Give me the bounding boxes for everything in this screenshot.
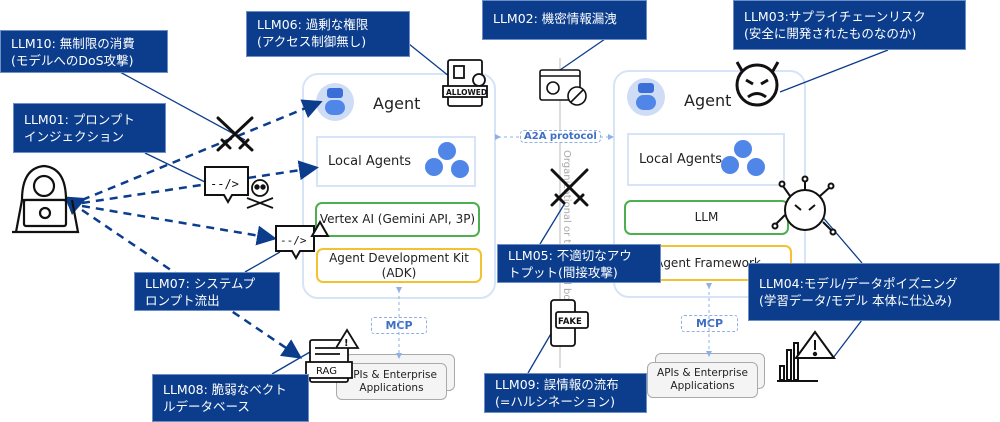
callout-line: トプット(間接攻撃) <box>508 265 618 280</box>
connector-llm04-down <box>832 319 863 359</box>
local-agents-icon <box>425 142 473 182</box>
right-local-agents: Local Agents <box>627 133 785 186</box>
agent-robot-icon <box>627 78 665 116</box>
boundary-divider <box>559 58 561 368</box>
callout-line: (安全に開発されたものなのか) <box>744 26 917 41</box>
malicious-prompt-icon: --/> <box>204 166 249 205</box>
callout-line: LLM01: プロンプト <box>24 112 135 127</box>
apis-label-line1: APIs & Enterprise <box>657 367 748 379</box>
connector-llm03 <box>779 49 889 93</box>
allowed-label: ALLOWED <box>446 88 487 97</box>
angry-devil-icon <box>735 61 780 107</box>
callout-line: ルデータベース <box>163 399 250 414</box>
attack-arrow-system-prompt <box>81 204 277 246</box>
callout-line: ロンプト流出 <box>145 293 220 308</box>
connector-llm02 <box>559 38 606 71</box>
left-model-box: Vertex AI (Gemini API, 3P) <box>315 202 480 237</box>
a2a-protocol-label: A2A protocol <box>520 130 601 143</box>
callout-line: (=ハルシネーション) <box>495 394 615 409</box>
poisoned-data-chart-warning-icon <box>777 330 836 382</box>
framework-label: Agent Framework <box>655 255 761 270</box>
apis-label-line2: Applications <box>359 381 424 394</box>
callout-line: (学習データ/モデル 本体に仕込み) <box>759 293 952 308</box>
svg-text:--/>: --/> <box>280 234 307 247</box>
framework-label-line2: (ADK) <box>381 265 417 280</box>
hacker-icon <box>12 164 80 234</box>
callout-llm03: LLM03:サプライチェーンリスク (安全に開発されたものなのか) <box>733 0 966 50</box>
callout-line: LLM02: 機密情報漏洩 <box>493 11 617 26</box>
fake-label: FAKE <box>558 317 582 327</box>
callout-llm01: LLM01: プロンプトインジェクション <box>13 103 166 153</box>
callout-llm07: LLM07: システムプロンプト流出 <box>134 272 280 311</box>
callout-llm10: LLM10: 無制限の消費 (モデルへのDoS攻撃) <box>0 30 168 73</box>
hidden-personal-info-icon <box>539 69 587 106</box>
rag-label: RAG <box>316 366 337 377</box>
local-agents-icon <box>721 140 769 180</box>
connector-llm04-up <box>819 213 863 264</box>
callout-line: インジェクション <box>24 129 125 144</box>
callout-line: (アクセス制御無し) <box>257 34 367 49</box>
attack-arrow-local-agents <box>81 160 319 205</box>
callout-llm08: LLM08: 脆弱なベクトルデータベース <box>152 374 309 422</box>
left-agent-title: Agent <box>373 94 421 113</box>
apis-label-line2: Applications <box>670 380 735 392</box>
model-label: Vertex AI (Gemini API, 3P) <box>319 212 476 226</box>
callout-line: LLM07: システムプ <box>145 276 256 291</box>
local-agents-label: Local Agents <box>328 154 412 169</box>
right-apis-box: APIs & Enterprise Applications <box>647 362 758 398</box>
callout-llm06: LLM06: 過剰な権限 (アクセス制御無し) <box>246 11 410 57</box>
connector-llm01 <box>144 152 206 183</box>
callout-line: LLM03:サプライチェーンリスク <box>744 9 926 24</box>
rag-document-icon: RAG ! <box>305 328 360 383</box>
fake-news-phone-icon: FAKE <box>550 299 589 347</box>
attack-arrow-agent <box>64 99 323 215</box>
svg-text:--/>: --/> <box>210 177 239 191</box>
connector-llm05 <box>539 202 566 245</box>
connector-llm08 <box>271 351 311 375</box>
callout-llm09: LLM09: 誤情報の流布 (=ハルシネーション) <box>484 373 647 413</box>
callout-line: LLM08: 脆弱なベクト <box>163 382 287 397</box>
callout-llm04: LLM04:モデル/データポイズニング (学習データ/モデル 本体に仕込み) <box>748 263 1000 321</box>
callout-line: LLM05: 不適切なアウ <box>508 248 632 263</box>
callout-line: LLM09: 誤情報の流布 <box>495 377 619 392</box>
left-framework-box: Agent Development Kit (ADK) <box>316 248 482 283</box>
allowed-permission-document-icon: ALLOWED <box>442 59 488 107</box>
callout-llm05: LLM05: 不適切なアウトプット(間接攻撃) <box>497 244 661 283</box>
callout-llm02: LLM02: 機密情報漏洩 <box>482 0 647 40</box>
crossed-swords-icon <box>550 168 589 207</box>
skull-crossbones-icon <box>246 179 274 209</box>
connector-llm07 <box>244 251 281 273</box>
crossed-swords-icon <box>216 116 254 152</box>
malicious-virus-icon <box>771 175 837 236</box>
connector-llm09 <box>527 331 553 374</box>
system-prompt-leak-icon: --/> <box>275 219 330 261</box>
right-agent-title: Agent <box>684 91 732 110</box>
callout-line: LLM04:モデル/データポイズニング <box>759 276 958 291</box>
model-label: LLM <box>694 210 719 224</box>
callout-line: (モデルへのDoS攻撃) <box>11 53 134 68</box>
callout-line: LLM06: 過剰な権限 <box>257 17 369 32</box>
apis-label-line1: APIs & Enterprise <box>346 368 437 381</box>
connector-llm10 <box>119 71 246 141</box>
local-agents-label: Local Agents <box>639 152 723 167</box>
svg-text:!: ! <box>344 338 349 349</box>
callout-line: LLM10: 無制限の消費 <box>11 36 135 51</box>
framework-label-line1: Agent Development Kit <box>329 250 469 265</box>
